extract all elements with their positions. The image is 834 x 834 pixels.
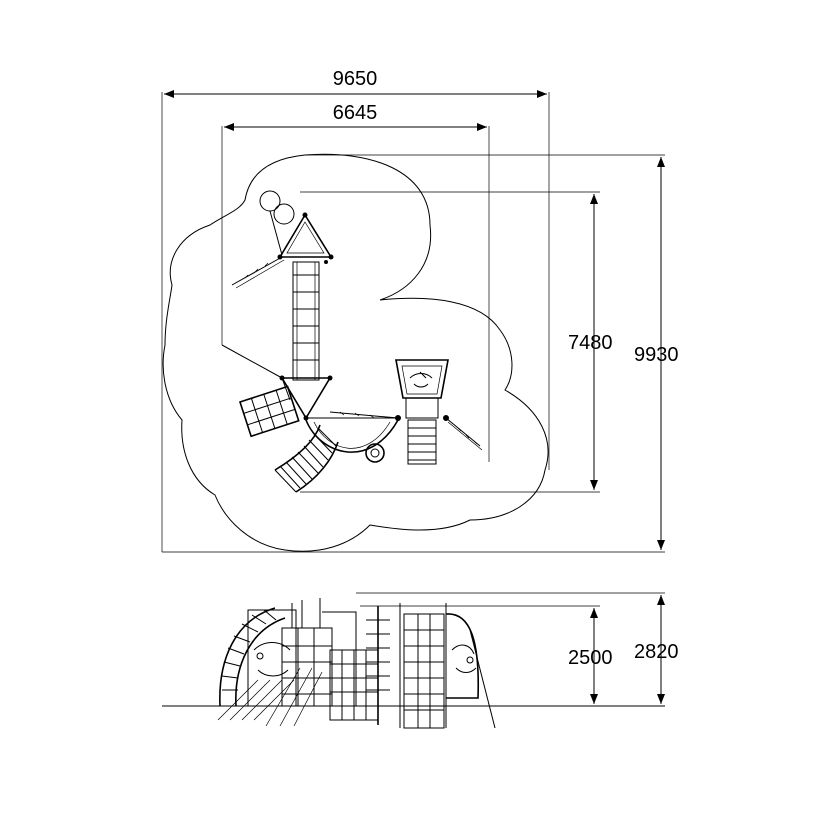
ball-top-2 [273,203,295,225]
elevation-view: 2500 2820 [162,592,679,729]
semicircle-bridge [305,419,399,453]
triangle-roof [278,213,333,258]
platform-triangle [280,377,332,420]
dim-label-overall-height: 9930 [634,344,679,366]
right-tower-elevation [399,603,447,729]
dim-label-platform-height: 2500 [568,647,613,669]
right-side-panel [445,613,496,729]
dim-label-inner-height: 7480 [568,332,613,354]
dim-label-inner-width: 6645 [333,102,378,124]
ball-top-1 [259,190,281,212]
vertical-ladder [292,261,320,381]
arched-net [274,424,339,493]
dim-label-overall-width: 9650 [333,68,378,90]
right-tower [395,359,449,421]
arched-climber-elevation [217,607,295,721]
climbing-net [238,385,300,438]
left-frame-elevation [247,598,333,727]
tyre-wheel [365,443,385,463]
safety-zone-outline [162,153,549,552]
dim-label-total-height: 2820 [634,641,679,663]
plan-view: 9650 6645 7480 9930 [161,68,679,553]
rung-post [366,606,390,725]
right-ladder [407,419,437,465]
